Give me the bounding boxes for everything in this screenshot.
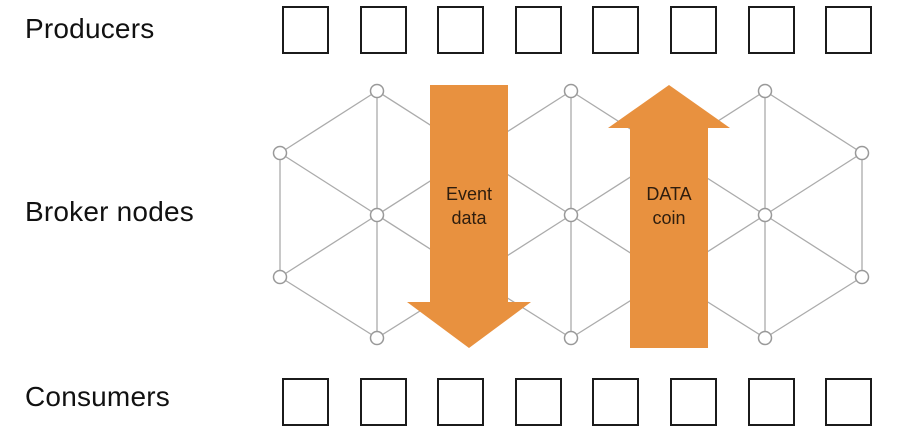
broker-node bbox=[757, 330, 773, 346]
mesh-edge bbox=[764, 276, 863, 339]
data-coin-arrow bbox=[608, 85, 730, 348]
consumer-box bbox=[592, 378, 639, 426]
mesh-edge bbox=[279, 152, 378, 216]
consumer-box bbox=[748, 378, 795, 426]
mesh-edge bbox=[279, 90, 378, 154]
broker-node bbox=[563, 207, 579, 223]
data-coin-arrow-label-line1: DATA bbox=[646, 184, 692, 204]
broker-node bbox=[854, 269, 870, 285]
event-data-arrow-label-line1: Event bbox=[445, 184, 493, 204]
consumer-box bbox=[825, 378, 872, 426]
broker-nodes-label: Broker nodes bbox=[25, 196, 194, 227]
consumer-box bbox=[360, 378, 407, 426]
mesh-edge bbox=[764, 90, 863, 154]
mesh-edge bbox=[764, 152, 863, 216]
producer-box bbox=[360, 6, 407, 54]
producer-box bbox=[592, 6, 639, 54]
consumer-box bbox=[282, 378, 329, 426]
broker-node bbox=[854, 145, 870, 161]
producer-box bbox=[282, 6, 329, 54]
data-coin-arrow-label-line2: coin bbox=[652, 208, 686, 228]
broker-node bbox=[369, 207, 385, 223]
producers-row bbox=[0, 6, 900, 54]
broker-node bbox=[369, 330, 385, 346]
producer-box bbox=[670, 6, 717, 54]
event-data-arrow-label-line2: data bbox=[451, 208, 487, 228]
consumer-box bbox=[670, 378, 717, 426]
producer-box bbox=[515, 6, 562, 54]
producer-box bbox=[437, 6, 484, 54]
broker-node bbox=[563, 330, 579, 346]
producer-box bbox=[748, 6, 795, 54]
broker-node bbox=[369, 83, 385, 99]
consumers-row bbox=[0, 378, 900, 426]
consumers-label: Consumers bbox=[25, 381, 170, 412]
consumer-box bbox=[515, 378, 562, 426]
mesh-edge bbox=[279, 214, 378, 278]
event-data-arrow-label: Event data bbox=[399, 182, 539, 230]
mesh-edge bbox=[279, 276, 378, 339]
broker-node bbox=[757, 207, 773, 223]
broker-node bbox=[757, 83, 773, 99]
producer-box bbox=[825, 6, 872, 54]
broker-node bbox=[272, 145, 288, 161]
broker-node bbox=[563, 83, 579, 99]
mesh-edge bbox=[764, 214, 863, 278]
consumer-box bbox=[437, 378, 484, 426]
producers-label: Producers bbox=[25, 13, 155, 44]
broker-node bbox=[272, 269, 288, 285]
event-data-arrow bbox=[407, 85, 531, 348]
data-coin-arrow-label: DATA coin bbox=[599, 182, 739, 230]
